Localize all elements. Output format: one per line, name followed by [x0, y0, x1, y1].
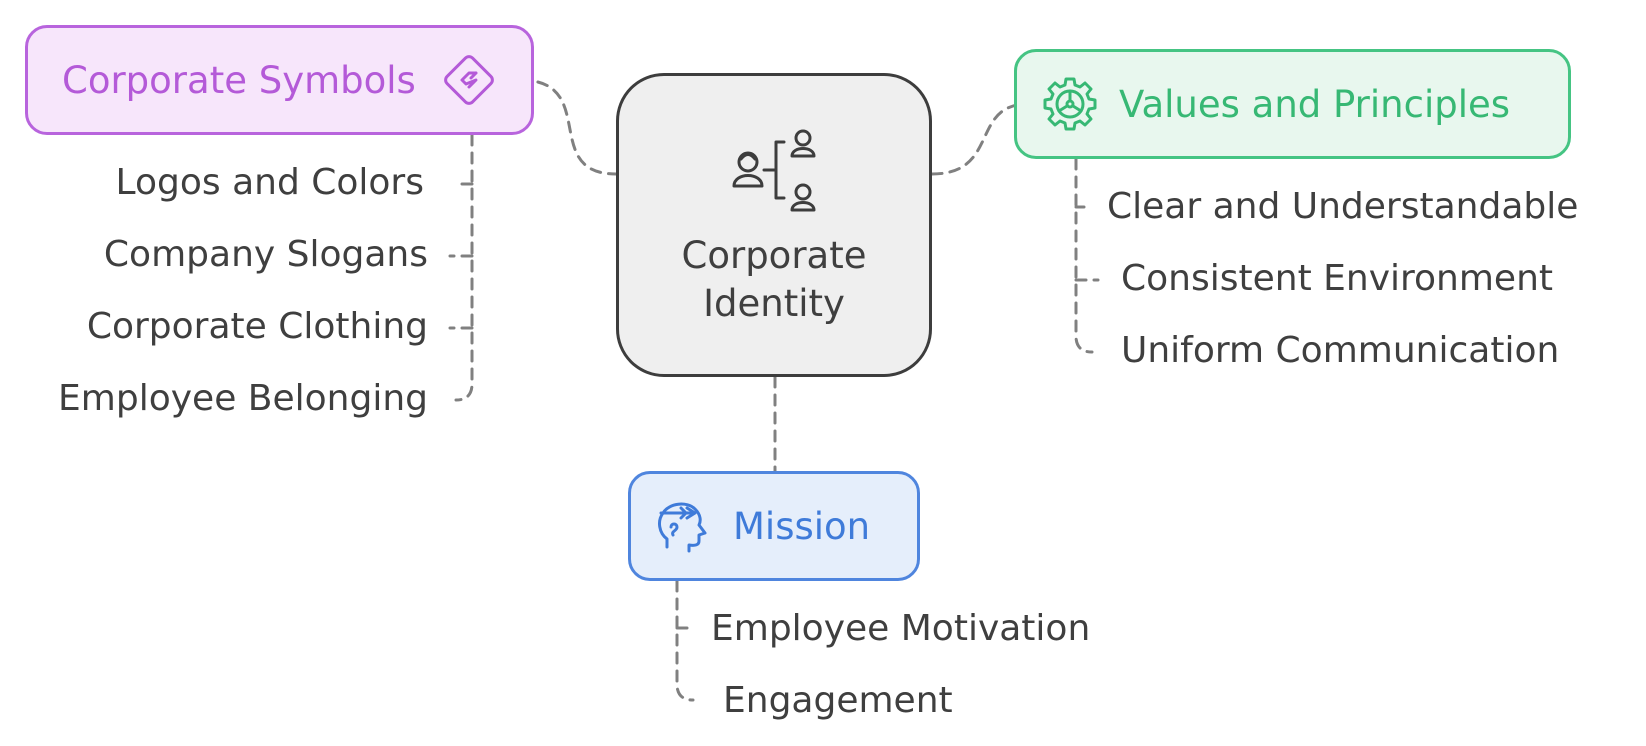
mission-title: Mission	[733, 504, 871, 548]
leaf-employee-motivation: Employee Motivation	[711, 608, 1091, 649]
leaf-company-slogans: Company Slogans	[103, 234, 428, 275]
leaf-consistent-environment: Consistent Environment	[1121, 258, 1553, 299]
leaf-engagement: Engagement	[723, 680, 953, 721]
head-with-arrow-icon	[653, 495, 715, 557]
connector-symbols-center	[518, 78, 618, 176]
corporate-identity-title-line-2: Identity	[703, 282, 845, 325]
connector-mission-spine	[675, 579, 695, 702]
gear-icon	[1039, 73, 1101, 135]
leaf-uniform-communication: Uniform Communication	[1121, 330, 1560, 371]
values-and-principles-node[interactable]: Values and Principles	[1014, 49, 1571, 159]
corporate-identity-node[interactable]: Corporate Identity	[616, 73, 932, 377]
corporate-symbols-node[interactable]: Corporate Symbols	[25, 25, 534, 135]
org-chart-people-icon	[724, 122, 824, 222]
corporate-symbols-title: Corporate Symbols	[62, 58, 416, 102]
corporate-identity-title: Corporate Identity	[682, 232, 867, 328]
leaf-corporate-clothing: Corporate Clothing	[86, 306, 428, 347]
values-and-principles-title: Values and Principles	[1119, 82, 1511, 126]
leaf-logos-and-colors: Logos and Colors	[115, 162, 424, 203]
leaf-employee-belonging: Employee Belonging	[58, 378, 428, 419]
corporate-identity-title-line-1: Corporate	[681, 234, 867, 277]
connector-symbols-spine	[454, 133, 474, 402]
diamond-sign-icon	[438, 49, 500, 111]
connector-center-values	[930, 102, 1030, 176]
connector-values-spine	[1074, 157, 1094, 354]
mission-node[interactable]: Mission	[628, 471, 920, 581]
leaf-clear-and-understandable: Clear and Understandable	[1107, 186, 1579, 227]
